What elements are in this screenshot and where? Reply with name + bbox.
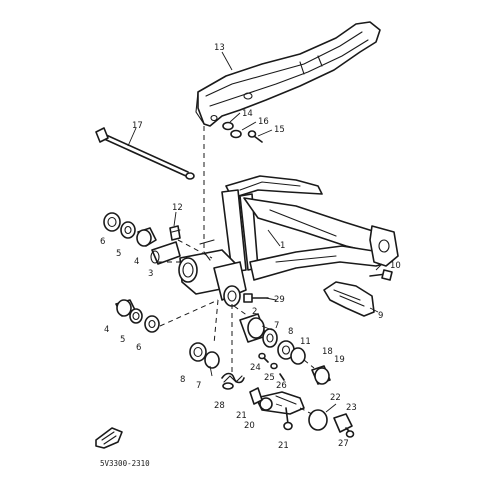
callout-5-lower: 5 (120, 335, 125, 345)
callout-27: 27 (338, 439, 349, 449)
chain-case-screws (222, 121, 263, 143)
callout-6-upper: 6 (100, 237, 105, 247)
callout-4-lower: 4 (104, 325, 109, 335)
callout-28: 28 (214, 401, 225, 411)
callout-12: 12 (172, 203, 183, 213)
callout-23: 23 (346, 403, 357, 413)
lower-bearings (189, 342, 220, 369)
callout-15: 15 (274, 125, 285, 135)
grease-nipple-part (169, 225, 181, 241)
callout-25: 25 (264, 373, 275, 383)
callout-2: 2 (252, 307, 257, 317)
callout-3: 3 (148, 269, 153, 279)
callout-5-upper: 5 (116, 249, 121, 259)
callout-14: 14 (242, 109, 253, 119)
callout-24: 24 (250, 363, 261, 373)
callout-20: 20 (244, 421, 255, 431)
callout-11: 11 (300, 337, 311, 347)
callout-9: 9 (378, 311, 383, 321)
callout-6-lower: 6 (136, 343, 141, 353)
callout-leaders (127, 51, 383, 413)
callout-22: 22 (330, 393, 341, 403)
callout-labels: 13 14 16 15 17 12 1 10 6 5 4 3 9 29 4 5 … (100, 43, 401, 451)
callout-16: 16 (258, 117, 269, 127)
pivot-shaft-part (95, 127, 195, 180)
callout-8-right: 8 (288, 327, 293, 337)
callout-18: 18 (322, 347, 333, 357)
left-upper-bearings (103, 212, 181, 265)
callout-21-lower: 21 (278, 441, 289, 451)
chain-slider-part (323, 269, 393, 317)
center-bushings (239, 313, 331, 385)
callout-4-upper: 4 (134, 257, 139, 267)
bolt-29-part (243, 293, 269, 303)
callout-1: 1 (280, 241, 285, 251)
callout-29: 29 (274, 295, 285, 305)
callout-13: 13 (214, 43, 225, 53)
chain-case-part (195, 21, 381, 127)
spring-28-part (221, 372, 245, 390)
assembly-dashed-lines (158, 126, 315, 415)
callout-7-right: 7 (274, 321, 279, 331)
diagram-code: 5V3300-2310 (100, 459, 150, 468)
chain-clip-icon (95, 427, 123, 449)
callout-17: 17 (132, 121, 143, 131)
callout-19: 19 (334, 355, 345, 365)
callout-8-lower: 8 (180, 375, 185, 385)
swingarm-part (178, 175, 399, 307)
link-arm-part (249, 387, 305, 415)
callout-21-upper: 21 (236, 411, 247, 421)
callout-7-lower: 7 (196, 381, 201, 391)
end-cap-part (308, 409, 355, 438)
bolt-21-part (283, 407, 293, 431)
callout-10: 10 (390, 261, 401, 271)
left-lower-bearings (115, 299, 160, 333)
pins-24-25-26 (258, 352, 285, 381)
callout-26: 26 (276, 381, 287, 391)
